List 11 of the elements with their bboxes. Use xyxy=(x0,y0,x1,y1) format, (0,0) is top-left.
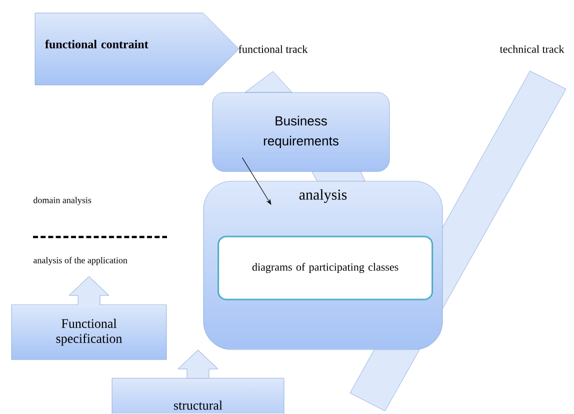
arrow xyxy=(242,157,272,205)
note-text: domain analysis xyxy=(34,196,92,206)
note-text: analysis of the application xyxy=(34,256,128,266)
up-arrow-box: Functional specification xyxy=(11,276,167,360)
process-box: Business requirements xyxy=(212,92,390,172)
track-label: technical track xyxy=(500,45,564,53)
inner-box: diagrams of participating classes xyxy=(218,236,434,300)
arrow-shape-box: functional contraint xyxy=(34,12,240,86)
block-arrow xyxy=(244,71,292,92)
track-label: functional track xyxy=(238,45,308,53)
up-arrow-box: structural xyxy=(112,350,284,414)
